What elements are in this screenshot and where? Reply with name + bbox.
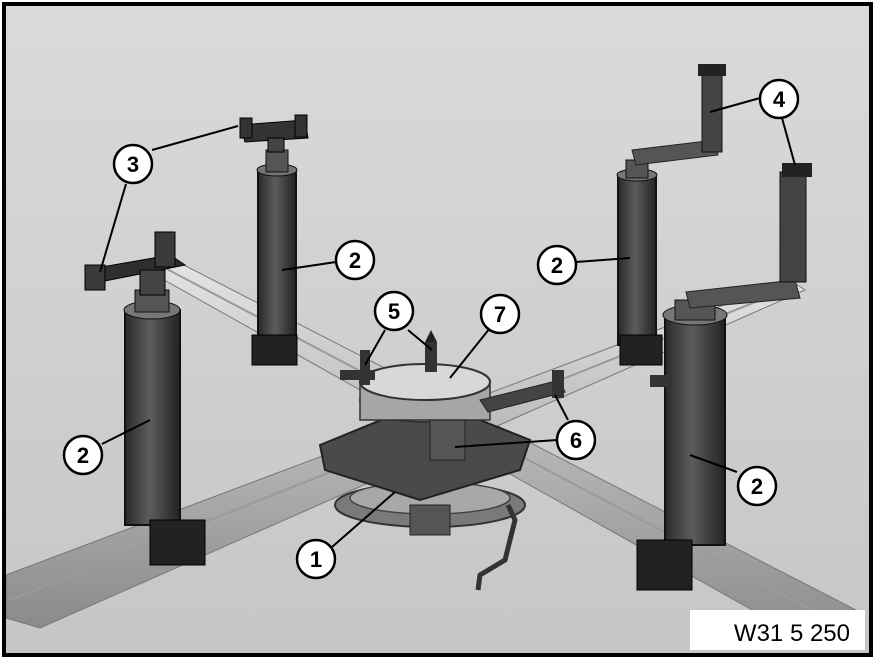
callout-6: 6 bbox=[555, 419, 597, 461]
leader-3a bbox=[151, 125, 239, 151]
leader-7 bbox=[449, 327, 491, 379]
leader-2b bbox=[281, 261, 337, 271]
callout-5: 5 bbox=[373, 290, 415, 332]
callout-2-left-front: 2 bbox=[62, 434, 104, 476]
central-hub bbox=[318, 330, 566, 502]
leader-4b bbox=[781, 117, 796, 166]
support-columns bbox=[83, 64, 812, 591]
callout-7: 7 bbox=[479, 293, 521, 335]
callout-2-right-front: 2 bbox=[736, 465, 778, 507]
leader-6a bbox=[454, 439, 558, 448]
leader-5b bbox=[407, 329, 433, 351]
callout-1: 1 bbox=[295, 538, 337, 580]
svg-text:2: 2 bbox=[349, 248, 361, 273]
column-right-rear bbox=[616, 64, 726, 366]
svg-text:2: 2 bbox=[751, 474, 763, 499]
callout-3: 3 bbox=[112, 143, 154, 185]
svg-text:6: 6 bbox=[570, 428, 582, 453]
leader-6b bbox=[554, 394, 569, 421]
callout-2-left-rear: 2 bbox=[334, 239, 376, 281]
svg-text:4: 4 bbox=[773, 87, 786, 112]
column-right-front bbox=[636, 163, 812, 591]
leader-lines bbox=[99, 97, 796, 548]
leader-2a bbox=[101, 419, 151, 445]
svg-text:1: 1 bbox=[310, 547, 322, 572]
svg-text:7: 7 bbox=[494, 302, 506, 327]
figure-code: W31 5 250 bbox=[734, 620, 850, 647]
svg-text:3: 3 bbox=[127, 152, 139, 177]
leader-2d bbox=[689, 454, 738, 473]
svg-text:2: 2 bbox=[77, 443, 89, 468]
svg-text:2: 2 bbox=[551, 253, 563, 278]
callout-2-right-rear: 2 bbox=[536, 244, 578, 286]
leader-2c bbox=[575, 257, 631, 263]
callout-4: 4 bbox=[758, 78, 800, 120]
column-left-rear bbox=[239, 114, 309, 366]
column-left-front bbox=[83, 231, 206, 566]
leader-4a bbox=[709, 97, 761, 113]
callouts: 1 2 2 2 2 3 4 5 bbox=[62, 78, 800, 580]
leader-1 bbox=[331, 491, 396, 548]
leader-5a bbox=[364, 329, 386, 366]
figure-code-label: W31 5 250 bbox=[690, 610, 865, 650]
svg-text:5: 5 bbox=[388, 299, 400, 324]
leader-3b bbox=[99, 183, 127, 273]
